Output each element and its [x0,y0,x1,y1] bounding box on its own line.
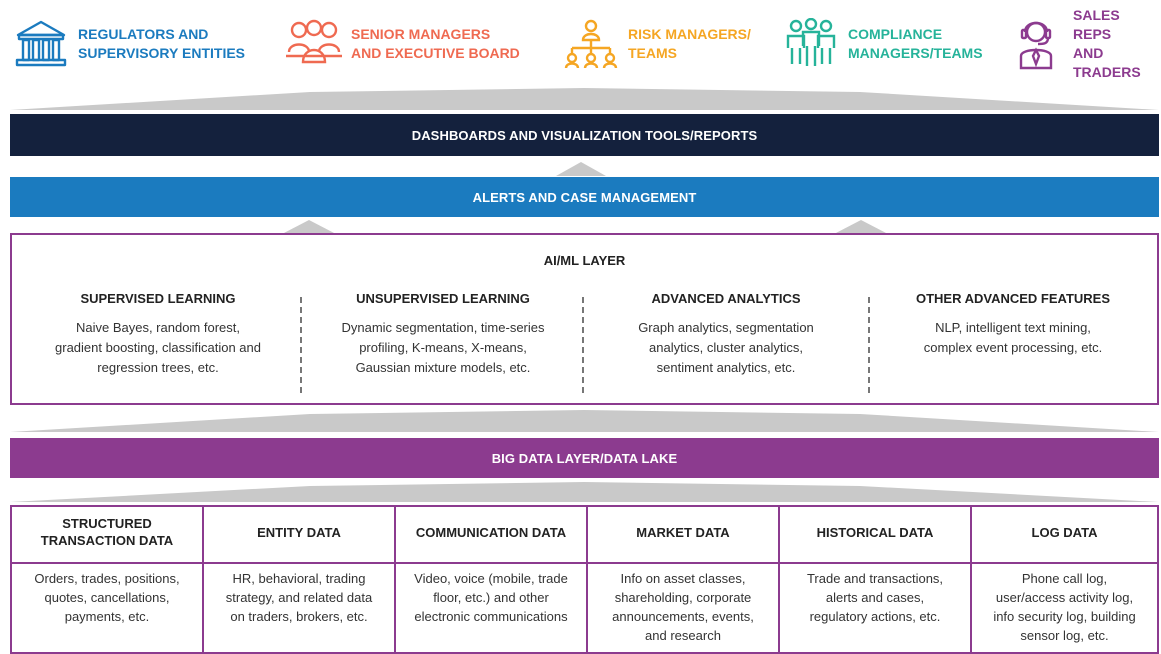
stakeholder-senior-managers: SENIOR MANAGERS AND EXECUTIVE BOARD [283,14,520,74]
column-divider [300,297,302,393]
building-icon [15,20,67,67]
data-source-historical: HISTORICAL DATA Trade and transactions, … [780,507,970,652]
data-source-entity: ENTITY DATA HR, behavioral, trading stra… [204,507,394,652]
stakeholder-label: SALES REPS AND TRADERS [1073,7,1141,80]
data-source-heading: MARKET DATA [636,524,730,540]
ai-column-supervised: SUPERVISED LEARNING Naive Bayes, random … [18,291,298,378]
dashboards-label: DASHBOARDS AND VISUALIZATION TOOLS/REPOR… [411,127,758,143]
dashboards-band: DASHBOARDS AND VISUALIZATION TOOLS/REPOR… [10,114,1159,156]
table-divider [12,562,1157,564]
ai-column-heading: SUPERVISED LEARNING [80,291,236,306]
data-source-market: MARKET DATA Info on asset classes, share… [588,507,778,652]
ai-ml-title: AI/ML LAYER [543,253,626,268]
data-source-heading: HISTORICAL DATA [816,524,934,540]
stakeholder-label: SENIOR MANAGERS AND EXECUTIVE BOARD [351,26,520,61]
big-data-band: BIG DATA LAYER/DATA LAKE [10,438,1159,478]
middle-connector [10,410,1159,432]
ai-column-description: NLP, intelligent text mining, complex ev… [923,320,1103,355]
stakeholder-regulators: REGULATORS AND SUPERVISORY ENTITIES [10,14,245,74]
ai-column-description: Dynamic segmentation, time-series profil… [341,320,545,375]
data-source-description: HR, behavioral, trading strategy, and re… [225,571,373,624]
data-source-heading: LOG DATA [1031,524,1098,540]
alerts-label: ALERTS AND CASE MANAGEMENT [472,189,697,205]
table-divider [394,507,396,652]
table-divider [778,507,780,652]
data-source-description: Phone call log, user/access activity log… [993,571,1136,643]
ai-column-heading: UNSUPERVISED LEARNING [356,291,530,306]
data-source-heading: ENTITY DATA [257,524,341,540]
stakeholder-compliance: COMPLIANCE MANAGERS/TEAMS [780,14,983,74]
arrow-up-icon [282,220,336,234]
table-divider [586,507,588,652]
people-icon [786,18,836,66]
ai-column-other-features: OTHER ADVANCED FEATURES NLP, intelligent… [872,291,1154,358]
ai-column-description: Naive Bayes, random forest, gradient boo… [55,320,261,375]
ai-column-advanced-analytics: ADVANCED ANALYTICS Graph analytics, segm… [586,291,866,378]
alerts-band: ALERTS AND CASE MANAGEMENT [10,177,1159,217]
stakeholder-sales-reps: SALES REPS AND TRADERS [1005,7,1161,80]
data-source-heading: COMMUNICATION DATA [415,524,567,540]
data-source-log: LOG DATA Phone call log, user/access act… [972,507,1157,652]
column-divider [868,297,870,393]
data-source-communication: COMMUNICATION DATA Video, voice (mobile,… [396,507,586,652]
bottom-connector [10,482,1159,502]
table-divider [970,507,972,652]
ai-column-heading: ADVANCED ANALYTICS [651,291,801,306]
ai-column-description: Graph analytics, segmentation analytics,… [638,320,814,375]
table-divider [202,507,204,652]
ai-column-heading: OTHER ADVANCED FEATURES [915,291,1111,306]
data-source-description: Trade and transactions, alerts and cases… [806,571,944,624]
arrow-up-icon [556,162,606,176]
stakeholder-label: REGULATORS AND SUPERVISORY ENTITIES [78,26,246,61]
ai-column-unsupervised: UNSUPERVISED LEARNING Dynamic segmentati… [304,291,582,378]
big-data-label: BIG DATA LAYER/DATA LAKE [491,450,678,466]
column-divider [582,297,584,393]
data-source-description: Info on asset classes, shareholding, cor… [612,571,754,643]
stakeholder-label: COMPLIANCE MANAGERS/TEAMS [848,26,983,61]
data-source-description: Video, voice (mobile, trade floor, etc.)… [414,571,568,624]
hierarchy-icon [564,19,618,69]
group-icon [286,19,342,64]
headset-person-icon [1019,21,1053,70]
stakeholder-label: RISK MANAGERS/ TEAMS [628,26,751,61]
arrow-up-icon [834,220,888,234]
ai-ml-layer: AI/ML LAYER SUPERVISED LEARNING Naive Ba… [10,233,1159,405]
top-connector [10,88,1159,110]
stakeholder-risk-managers: RISK MANAGERS/ TEAMS [560,14,751,74]
data-source-description: Orders, trades, positions, quotes, cance… [34,571,180,624]
